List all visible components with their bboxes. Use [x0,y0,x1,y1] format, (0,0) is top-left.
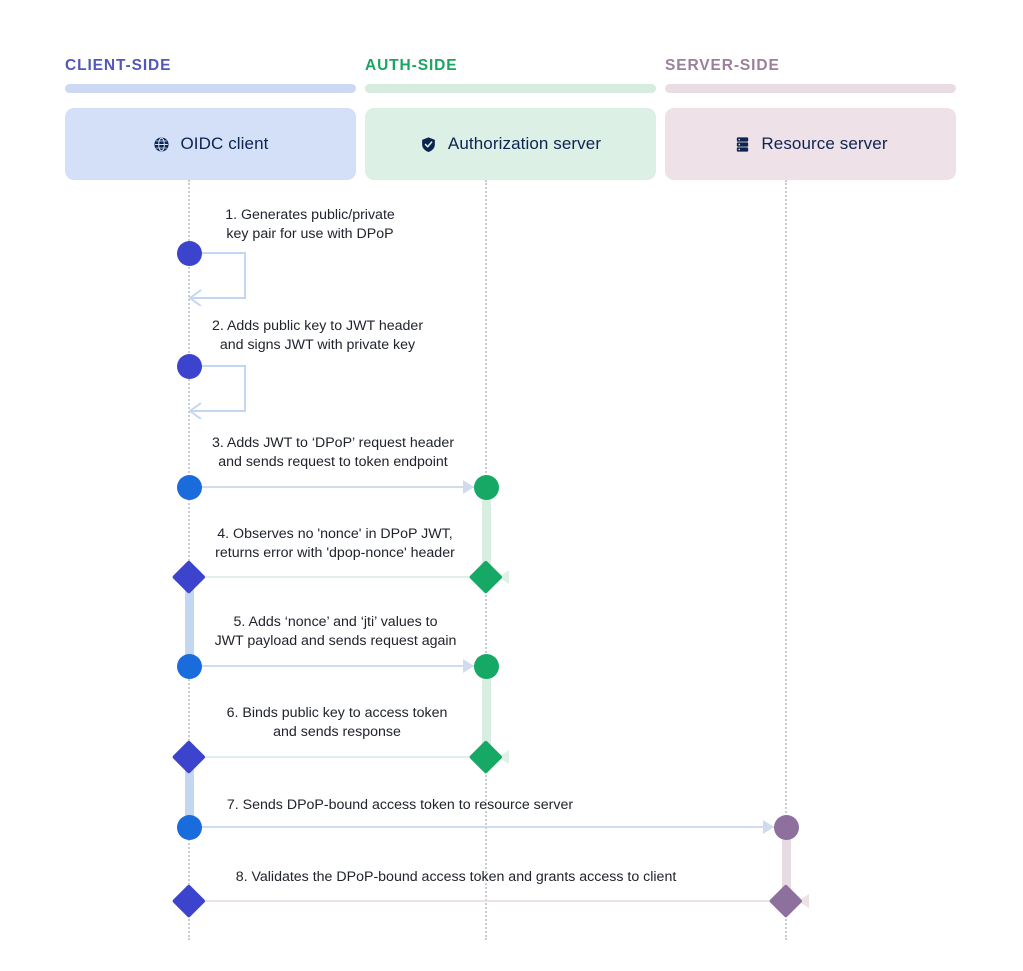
step-7-source-marker [176,814,202,840]
lifeline-2 [785,180,787,940]
activation-resource-7-8 [781,827,791,901]
step-6-line [189,756,486,758]
step-5-arrowhead [463,659,474,673]
step-1-self-loop [188,252,246,306]
step-8-target-marker [172,884,206,918]
lane-title-2: SERVER-SIDE [665,57,780,74]
step-4-label: 4. Observes no 'nonce' in DPoP JWT, retu… [215,526,455,561]
lane-box-1[interactable]: Authorization server [365,108,656,180]
step-6-arrowhead [498,750,509,764]
activation-auth-5-6 [481,666,491,757]
step-3-label: 3. Adds JWT to ‘DPoP’ request header and… [211,435,455,470]
step-2-marker [176,353,202,379]
step-8-arrowhead [798,894,809,908]
step-4-source-marker [469,560,503,594]
lane-title-0: CLIENT-SIDE [65,57,172,74]
step-2-label: 2. Adds public key to JWT header and sig… [211,318,424,353]
step-2-self-loop [188,365,246,419]
step-6-label: 6. Binds public key to access token and … [226,705,448,740]
step-5-source-marker [176,653,202,679]
shield-check-icon [420,135,438,153]
lane-box-2[interactable]: Resource server [665,108,956,180]
step-7-label: 7. Sends DPoP-bound access token to reso… [226,797,574,813]
server-icon [733,135,751,153]
activation-client-4-5 [184,577,194,666]
step-6-target-marker [172,740,206,774]
lane-box-label-2: Resource server [761,134,888,153]
lane-title-1: AUTH-SIDE [365,57,458,74]
step-8-line [189,900,786,902]
lane-box-label-0: OIDC client [180,134,269,153]
step-3-target-marker [473,474,499,500]
step-7-target-marker [773,814,799,840]
step-3-source-marker [176,474,202,500]
step-5-target-marker [473,653,499,679]
step-5-label: 5. Adds ‘nonce’ and ‘jti’ values to JWT … [214,614,457,649]
step-8-source-marker [769,884,803,918]
globe-icon [152,135,170,153]
step-4-line [189,576,486,578]
lane-bar-1 [365,84,656,93]
activation-client-6-7 [184,757,194,827]
step-4-arrowhead [498,570,509,584]
step-1-marker [176,240,202,266]
lifeline-0 [188,180,190,940]
step-7-arrowhead [763,820,774,834]
step-7-line [189,826,786,828]
lane-box-0[interactable]: OIDC client [65,108,356,180]
activation-auth-3-4 [481,487,491,577]
step-1-label: 1. Generates public/private key pair for… [225,207,395,242]
step-5-line [189,665,486,667]
step-6-source-marker [469,740,503,774]
step-3-arrowhead [463,480,474,494]
lane-box-label-1: Authorization server [447,134,602,153]
step-4-target-marker [172,560,206,594]
lane-bar-0 [65,84,356,93]
lane-bar-2 [665,84,956,93]
step-3-line [189,486,486,488]
step-8-label: 8. Validates the DPoP-bound access token… [235,869,677,885]
